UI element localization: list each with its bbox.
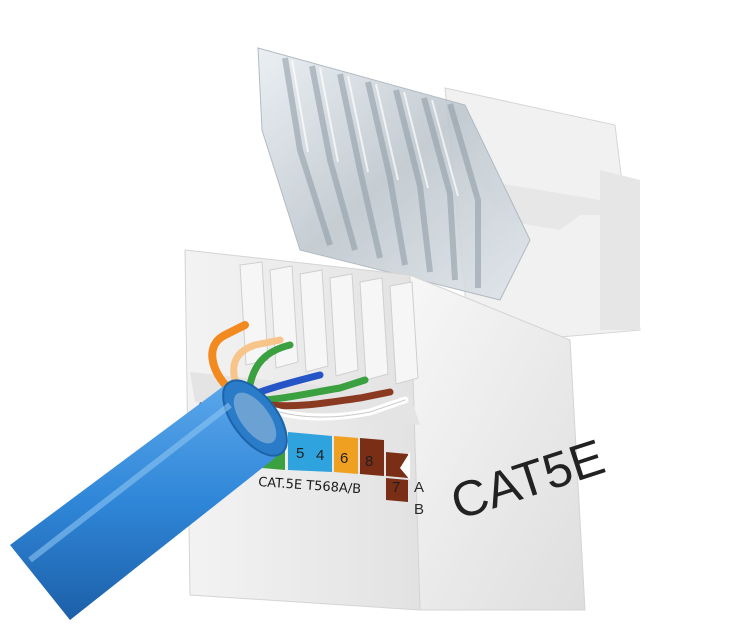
pin-number-label: 6 [340,450,348,467]
jack-front-body [184,249,586,611]
pin-number-label: 4 [316,447,324,464]
color-code-chips [262,432,410,502]
model-label: CAT.5E T568A/B [258,475,362,497]
scheme-a-label: A [414,479,424,496]
pin-number-label: 7 [392,479,400,496]
pin-number-label: 8 [365,453,373,470]
twisted-wires [208,321,409,421]
blue-ethernet-cable [10,379,288,620]
idc-terminals [239,261,419,385]
pin-number-label: 5 [296,445,304,462]
transparent-lid [257,47,531,301]
scheme-b-label: B [414,501,424,518]
